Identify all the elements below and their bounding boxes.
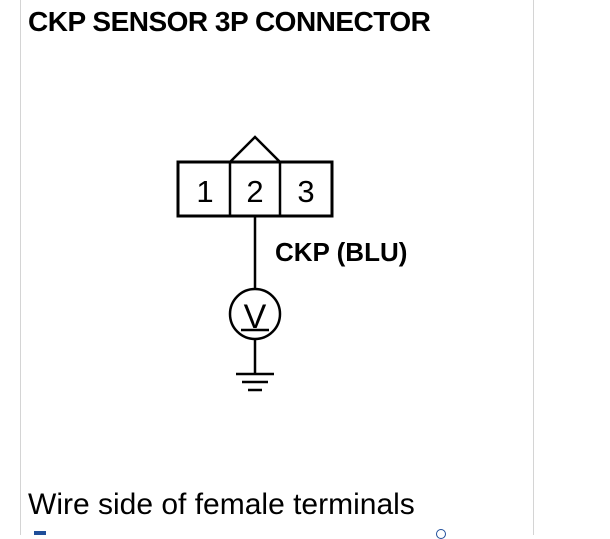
document-panel [20, 0, 534, 535]
pin-1-label: 1 [196, 174, 213, 209]
connector-lock-tab [229, 135, 281, 163]
diagram-title: CKP SENSOR 3P CONNECTOR [28, 6, 431, 37]
pin-2-label: 2 [246, 174, 263, 209]
pin-3-label: 3 [297, 174, 314, 209]
scroll-indicator [34, 531, 46, 535]
wire-label: CKP (BLU) [275, 237, 407, 267]
connector-body [176, 160, 334, 218]
info-icon[interactable] [436, 529, 446, 539]
diagram-caption: Wire side of female terminals [28, 488, 415, 521]
voltmeter-symbol: V [244, 298, 267, 336]
ground-icon [236, 372, 274, 392]
